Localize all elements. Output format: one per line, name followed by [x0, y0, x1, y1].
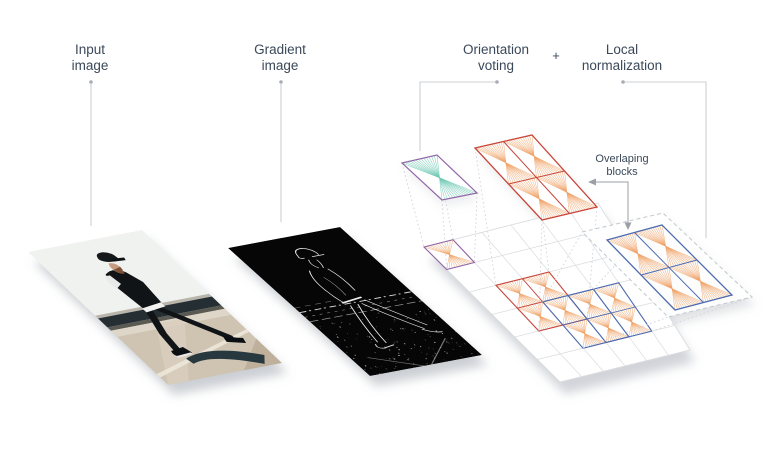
lifted-red-block-starbursts: [474, 134, 598, 221]
label-line: blocks: [606, 165, 638, 178]
label-connectors: [89, 80, 707, 238]
label-gradient-image: Gradient image: [230, 42, 330, 74]
connector-dot: [495, 80, 499, 84]
label-input-image: Input image: [40, 42, 140, 74]
gradient-art: [228, 227, 482, 377]
connector-dot: [279, 80, 283, 84]
label-line: Orientation: [462, 42, 530, 57]
label-line: Gradient: [254, 42, 306, 57]
connector-dot: [89, 80, 93, 84]
input-photo-art: [28, 230, 283, 386]
connector-dot: [621, 80, 625, 84]
label-line: Local: [605, 42, 639, 57]
label-line: normalization: [581, 58, 663, 73]
input-image-photo: [28, 230, 283, 386]
label-line: image: [71, 58, 109, 73]
orientation-cell-starburst: [401, 154, 478, 201]
normalized-block-plane: [580, 212, 754, 318]
label-line: Overlaping: [595, 153, 649, 165]
man-shadow: [186, 350, 265, 364]
orientation-voting-connector: [419, 81, 497, 151]
edge-outlines: [294, 248, 446, 367]
label-plus-sign: +: [552, 48, 560, 63]
label-line: image: [261, 58, 299, 73]
lifted-cell-purple: [400, 154, 479, 201]
grid-cell-starbursts: [423, 239, 652, 349]
normalized-block-starbursts: [606, 224, 733, 311]
label-orientation-voting: Orientation voting: [446, 42, 546, 74]
lifted-block-red: [473, 134, 599, 221]
label-line: Input: [74, 42, 106, 57]
label-overlapping-blocks: Overlaping blocks: [582, 153, 662, 178]
label-line: voting: [477, 58, 515, 73]
grid-cell-purple: [422, 239, 476, 271]
walking-man-silhouette: [96, 252, 247, 358]
gradient-image-photo: [228, 227, 482, 377]
local-normalization-connector: [623, 81, 707, 238]
overlapping-blocks-arrow: [588, 178, 632, 230]
arrow-left-icon: [588, 178, 596, 186]
arrow-down-icon: [624, 222, 632, 230]
gradient-noise-speckle: [319, 309, 473, 374]
label-local-normalization: Local normalization: [557, 42, 687, 74]
lifted-blocks: [400, 134, 599, 221]
